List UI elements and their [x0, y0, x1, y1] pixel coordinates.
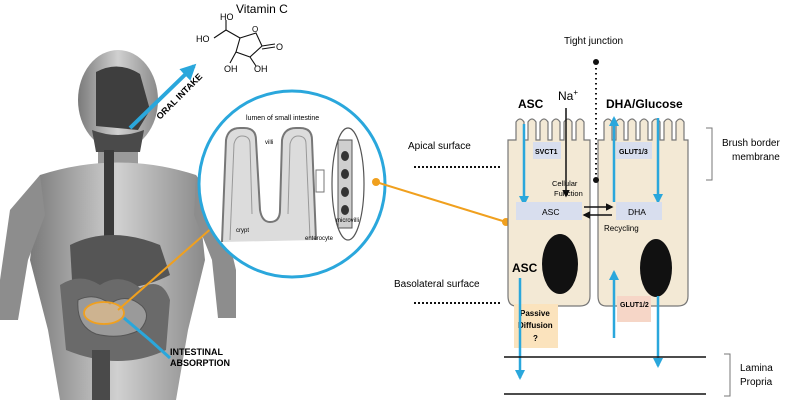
zoom-enterocyte-label: enterocyte	[305, 236, 334, 242]
zoom-microvilli-label: microvilli	[336, 218, 359, 224]
zoom-villi-label: villi	[265, 140, 273, 146]
atom-o-ring: O	[252, 25, 258, 34]
dha-glucose-label: DHA/Glucose	[606, 97, 683, 111]
atom-oh-a: OH	[224, 64, 238, 74]
tight-junction-dot-bottom	[593, 177, 599, 183]
asc-box-label: ASC	[542, 207, 559, 217]
svct1-transporter	[533, 142, 561, 159]
oral-intake-arrow	[128, 63, 197, 130]
brush-border-label-1: Brush border	[722, 138, 780, 149]
vitamin-c-title: Vitamin C	[236, 2, 288, 16]
lamina-bracket	[724, 353, 731, 397]
recycling-label: Recycling	[604, 224, 639, 233]
basolateral-surface-label: Basolateral surface	[394, 279, 480, 290]
apical-surface-label: Apical surface	[408, 141, 471, 152]
lamina-label-1: Lamina	[740, 363, 773, 374]
intestinal-absorption-pointer	[123, 316, 172, 360]
svct1-label: SVCT1	[535, 149, 558, 156]
glut13-transporter	[616, 142, 652, 159]
passive-diffusion-label-1: Passive	[520, 309, 550, 318]
atom-oh-b: OH	[254, 64, 268, 74]
cellular-function-label-1: Cellular	[552, 179, 578, 188]
atom-o-carbonyl: O	[276, 42, 283, 52]
asc-lower-label: ASC	[512, 261, 538, 275]
glut12-label: GLUT1/2	[620, 302, 649, 309]
cellular-function-label-2: Function	[554, 189, 583, 198]
tight-junction-label: Tight junction	[564, 36, 623, 47]
brush-border-label-2: membrane	[732, 152, 780, 163]
passive-diffusion-label-3: ?	[533, 334, 538, 343]
glut13-label: GLUT1/3	[619, 149, 648, 156]
zoom-lumen-label: lumen of small intestine	[246, 115, 319, 122]
asc-intracellular-box	[516, 202, 582, 220]
zoom-crypt-label: crypt	[236, 228, 249, 234]
intestinal-absorption-label-2: ABSORPTION	[170, 358, 230, 368]
asc-top-label: ASC	[518, 97, 544, 111]
zoom-connector-right	[375, 181, 507, 223]
atom-ho-top: HO	[220, 12, 234, 22]
passive-diffusion-box	[514, 304, 558, 348]
zoom-connector-left	[117, 225, 215, 311]
dha-box-label: DHA	[628, 207, 646, 217]
passive-diffusion-label-2: Diffusion	[518, 321, 553, 330]
glut12-transporter	[617, 296, 651, 322]
atom-ho-left: HO	[196, 34, 210, 44]
dha-intracellular-box	[616, 202, 662, 220]
vitamin-c-structure: Vitamin C HO HO OH OH O O	[196, 2, 288, 74]
brush-border-bracket	[706, 127, 713, 181]
lamina-label-2: Propria	[740, 377, 773, 388]
sodium-label: Na+	[558, 88, 578, 103]
small-intestine-zoom: lumen of small intestine villi crypt ent…	[197, 89, 387, 279]
tight-junction-dot-top	[593, 59, 599, 65]
intestinal-absorption-label-1: INTESTINAL	[170, 347, 224, 357]
